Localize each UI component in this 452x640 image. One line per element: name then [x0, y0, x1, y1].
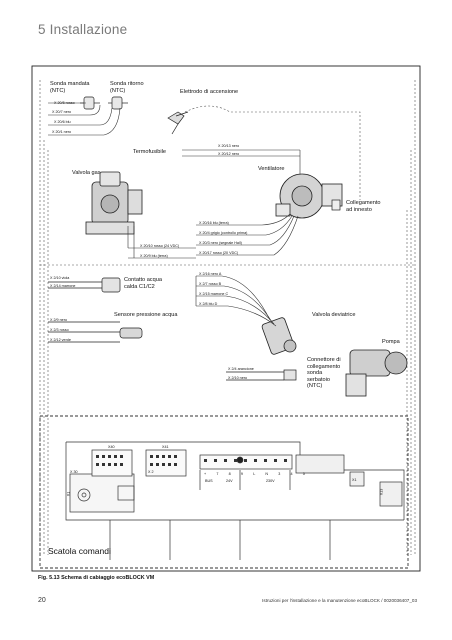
label-elettrodo: Elettrodo di accensione — [180, 89, 239, 95]
label-valvola-gas: Valvola gas — [72, 170, 101, 176]
page-number: 20 — [38, 597, 46, 604]
label-bus: BUS — [205, 479, 213, 483]
label-termofusibile: Termofusibile — [133, 149, 166, 155]
section-title: 5 Installazione — [38, 22, 128, 37]
wire-label: X 2/7 rosso B — [199, 282, 222, 286]
connector-x30: X 30 — [70, 470, 78, 474]
connector-x41: X41 — [162, 445, 169, 449]
label-sensore-pressione: Sensore pressione acqua — [114, 312, 178, 318]
wire-label: X 20/16 blu (terra) — [199, 221, 229, 225]
valvola-deviatrice-symbol — [261, 317, 297, 355]
connector-x13: X13 — [379, 488, 384, 496]
right-dashed-wires — [406, 80, 416, 555]
ventilatore-symbol — [275, 173, 343, 219]
label-sonda-ritorno: Sonda ritorno(NTC) — [110, 81, 144, 94]
termofusibile-wires — [182, 149, 301, 180]
wire-label: X 2/16 nero A — [199, 272, 222, 276]
wire-label: X 20/6 blu — [54, 120, 71, 124]
connector-x2: X 2 — [148, 470, 154, 474]
wire-label: X 2/3 rosso — [50, 328, 69, 332]
wire-label: X 20/1 nero — [52, 130, 72, 134]
connector-x1-left: X1 — [66, 491, 71, 497]
label-connettore-ntc: Connettore di collegamento sonda serbato… — [307, 357, 341, 390]
wire-label: X 20/12 nero — [218, 152, 240, 156]
wire-label: X 20/17 rosso (20 VDC) — [199, 251, 239, 255]
wire-label: X 2/10 viola — [50, 276, 70, 280]
label-scatola-comandi: Scatola comandi — [48, 546, 111, 556]
terminal-numbers: + 7 8 9 L N 3 4 5 — [204, 472, 310, 476]
connector-x40: X40 — [108, 445, 115, 449]
connector-pins — [96, 455, 287, 466]
figure-caption: Fig. 5.13 Schema di cabiaggio ecoBLOCK V… — [38, 575, 155, 581]
wire-label: X 2/10 nero — [228, 376, 248, 380]
wire-label: X 20/10 rosso (24 VDC) — [140, 244, 180, 248]
circuit-board — [65, 441, 405, 560]
wire-label: X 2/12 verde — [50, 338, 71, 342]
sonda-ritorno-symbol — [108, 96, 128, 110]
contatto-acqua-symbol — [48, 277, 121, 293]
wire-label: X 20/13 nero — [218, 144, 240, 148]
wire-label: X 20/7 nero — [52, 110, 72, 114]
sonda-wires — [48, 102, 121, 136]
footer-text: Istruzioni per l'installazione e la manu… — [262, 598, 417, 603]
pompa-symbol — [345, 349, 408, 397]
label-pompa: Pompa — [382, 339, 400, 345]
elettrodo-symbol — [167, 111, 189, 135]
wire-label: X 20/5 rosso — [54, 101, 75, 105]
collegamento-symbol — [331, 199, 341, 211]
label-sonda-mandata: Sonda mandata(NTC) — [50, 81, 90, 94]
wire-label: X 2/14 marrone — [50, 284, 76, 288]
ventilatore-wires — [127, 213, 299, 259]
label-24v: 24V — [226, 479, 233, 483]
connector-x1-right: X1 — [352, 478, 357, 482]
left-dashed-wires — [39, 80, 49, 555]
connettore-ntc-symbol — [226, 369, 297, 381]
deviatrice-wires — [195, 275, 277, 327]
wire-label: X 2/4 arancione — [228, 367, 254, 371]
label-valvola-deviatrice: Valvola deviatrice — [312, 312, 356, 318]
wire-label: X 2/15 marrone C — [199, 292, 229, 296]
sensore-pressione-symbol — [48, 321, 143, 343]
diagram-frame — [31, 65, 421, 572]
label-ventilatore: Ventilatore — [258, 166, 285, 172]
wire-label: X 2/9 nero — [50, 318, 68, 322]
wire-label: X 20/3 nero (segnale Hall) — [199, 241, 242, 245]
wire-label: X 20/9 blu (terra) — [140, 254, 168, 258]
wire-label: X 20/4 grigio (controllo prima) — [199, 231, 248, 235]
wire-label: X 2/8 blu D — [199, 302, 218, 306]
valvola-gas-symbol — [85, 171, 143, 235]
label-230v: 230V — [266, 479, 275, 483]
